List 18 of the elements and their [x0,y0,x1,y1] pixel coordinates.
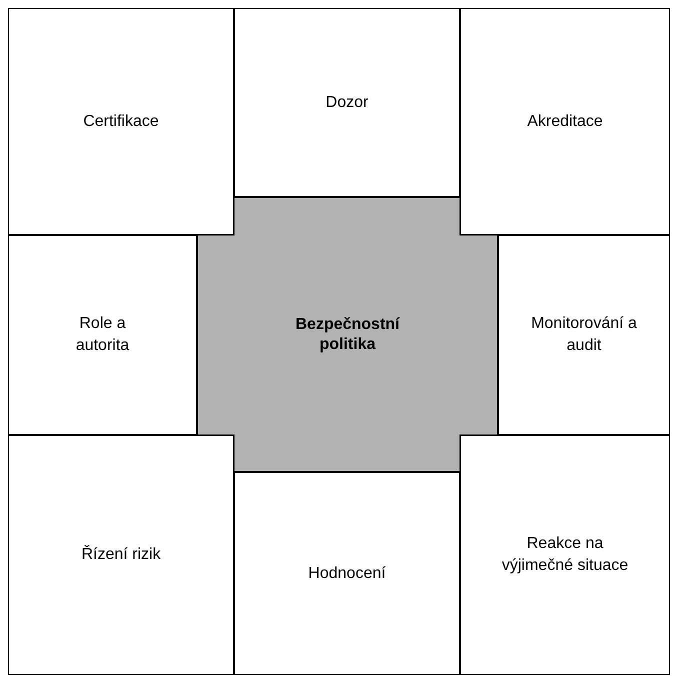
topic-label: Monitorování a audit [530,314,638,356]
topic-label: Role a autorita [74,314,130,356]
center-title: Bezpečnostní politika [294,314,401,354]
topic-box [8,8,234,235]
topic-label: Hodnocení [308,564,386,584]
topic-box [8,235,197,435]
cross-shape [197,197,498,472]
topic-box [234,8,460,197]
topic-label: Reakce na výjimečné situace [500,534,630,576]
topic-box [234,472,460,675]
topic-box [498,235,670,435]
topic-box [460,8,670,235]
topic-label: Certifikace [83,112,159,132]
topic-label: Řízení rizik [81,544,161,565]
topic-box [460,435,670,675]
topic-label: Akreditace [527,112,603,132]
topic-label: Dozor [326,92,368,112]
topic-box [8,435,234,675]
